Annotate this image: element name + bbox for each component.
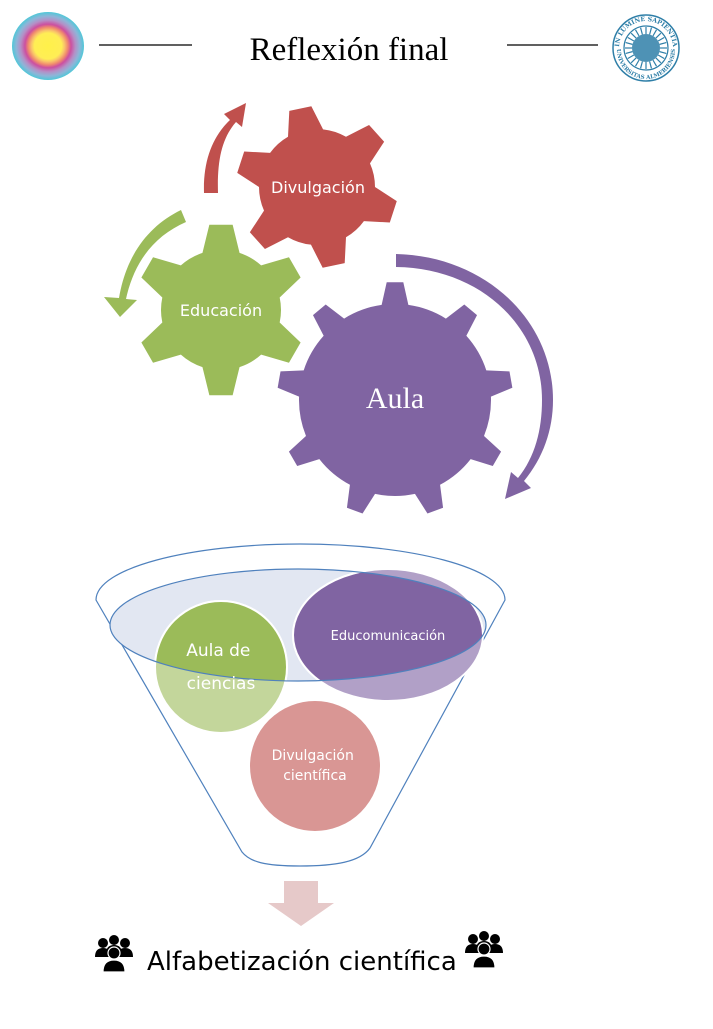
seal-ray [655, 32, 662, 39]
seal-ray [659, 51, 667, 55]
seal-ray [649, 27, 653, 35]
label-line: Educomunicación [331, 629, 446, 644]
gears: Divulgación Educación Aula [141, 106, 513, 514]
result: Alfabetización científica [95, 931, 503, 977]
gear-shape [237, 106, 397, 268]
gear-label-aula: Aula [366, 382, 424, 415]
funnel-mouth-outline [109, 568, 487, 682]
seal-ray [657, 54, 665, 60]
people-group-icon [465, 931, 503, 969]
seal-ray [659, 41, 667, 45]
gear-divulgacion: Divulgación [237, 106, 397, 268]
label-line: ciencias [187, 674, 256, 694]
funnel-label-divulgacion-cientifica: Divulgación científica [272, 748, 359, 784]
label-line: científica [283, 768, 347, 784]
curved-arrow-up-icon [203, 103, 246, 193]
curved-arrow-down-icon [104, 210, 186, 317]
seal-ray [627, 54, 635, 60]
curved-arrow-clockwise-icon [396, 254, 553, 499]
gear-label-divulgacion: Divulgación [271, 178, 365, 197]
people-group-icon [95, 935, 133, 973]
funnel-label-educomunicacion: Educomunicación [331, 629, 446, 644]
seal-ray [657, 36, 665, 42]
funnel: Aula de ciencias Educomunicación Divulga… [95, 543, 506, 867]
seal-ray [639, 61, 643, 69]
seal-ray [652, 59, 658, 67]
seal-ray [634, 29, 640, 37]
funnel-item-divulgacion-cientifica [248, 699, 382, 833]
funnel-label-aula-de-ciencias: Aula de ciencias [186, 641, 256, 694]
seal-ray [630, 57, 637, 64]
down-arrow-icon [268, 881, 334, 926]
label-line: Divulgación [272, 748, 354, 764]
seal-ray [625, 41, 633, 45]
seal-ray [634, 59, 640, 67]
seal-ray [649, 61, 653, 69]
gear-shape [277, 282, 513, 514]
label-line: Aula de [186, 641, 250, 661]
university-seal-logo: IN LUMINE SAPIENTIA UNIVERSITAS ALMERIEN… [612, 14, 680, 82]
gear-aula: Aula [277, 282, 513, 514]
seal-ray [655, 57, 662, 64]
gear-educacion: Educación [141, 224, 301, 396]
gear-label-educacion: Educación [180, 301, 262, 320]
seal-ray [630, 32, 637, 39]
result-label: Alfabetización científica [147, 947, 457, 977]
seal-ray [639, 27, 643, 35]
concentric-circles-logo [12, 12, 84, 80]
seal-ray [652, 29, 658, 37]
cycle-arrows [104, 103, 553, 499]
page-title: Reflexión final [250, 32, 449, 68]
seal-ray [627, 36, 635, 42]
seal-ray [625, 51, 633, 55]
header: Reflexión final IN LUMINE SAPIENTIA UNIV… [12, 12, 680, 82]
gear-shape [141, 224, 301, 396]
